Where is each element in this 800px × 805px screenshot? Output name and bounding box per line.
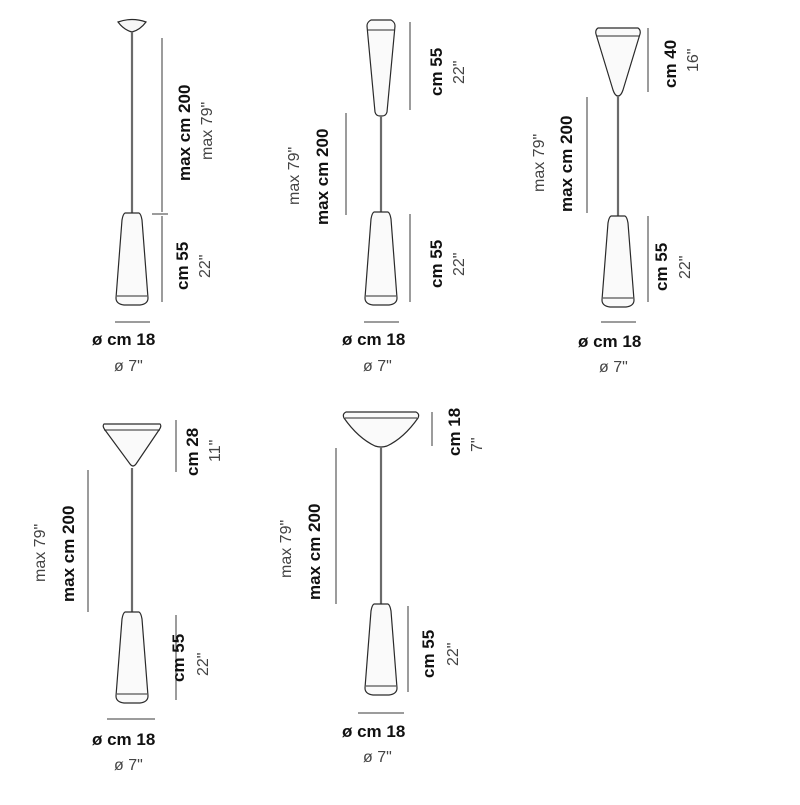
lamp-3-bottom-imperial-label: 22" [677, 255, 694, 279]
lamp-4-bottom-imperial-label: 22" [195, 652, 212, 676]
lamp-5-top-imperial-label: 7" [469, 437, 486, 452]
lamp-2-cord-imperial-label: max 79" [286, 146, 303, 205]
lamp-4-top-metric-label: cm 28 [183, 427, 202, 476]
lamp-2-drawing [345, 19, 411, 323]
lamp-5-bottom-imperial-label: 22" [445, 642, 462, 666]
lamp-5-drawing [335, 411, 433, 714]
lamp-2-cord-metric-label: max cm 200 [313, 128, 332, 225]
lamp-4-bottom-shade [115, 611, 149, 704]
lamp-3-cord-imperial-label: max 79" [531, 133, 548, 192]
lamp-4-top-imperial-label: 11" [207, 439, 224, 462]
lamp-3-top-metric-label: cm 40 [661, 39, 680, 88]
lamp-4-drawing [87, 420, 177, 720]
lamp-5-bottom-shade [364, 603, 398, 696]
lamp-1-cord-imperial-label: max 79" [199, 101, 216, 160]
lamp-2-top-imperial-label: 22" [451, 60, 468, 84]
lamp-3-drawing [586, 27, 649, 323]
lamp-5-diameter-metric-label: ø cm 18 [342, 722, 406, 741]
lamp-5-diameter-imperial-label: ø 7" [363, 749, 392, 766]
lamp-3-cord-metric-label: max cm 200 [557, 115, 576, 212]
lamp-3-bottom-shade [601, 215, 635, 308]
lamp-3-diameter-imperial-label: ø 7" [599, 359, 628, 376]
lamp-3-diameter-metric-label: ø cm 18 [578, 332, 642, 351]
lamp-1-canopy [117, 18, 147, 33]
lamp-1-cord-metric-label: max cm 200 [175, 84, 194, 181]
lamp-2-diameter-imperial-label: ø 7" [363, 358, 392, 375]
lamp-4-cord-imperial-label: max 79" [32, 523, 49, 582]
lamp-5-cord-metric-label: max cm 200 [305, 503, 324, 600]
lamp-4-top-shade [102, 423, 162, 467]
lamp-3-bottom-metric-label: cm 55 [652, 242, 671, 291]
lamp-4-diameter-imperial-label: ø 7" [114, 757, 143, 774]
lamp-2-bottom-imperial-label: 22" [451, 252, 468, 276]
lamp-1-diameter-imperial-label: ø 7" [114, 358, 143, 375]
lamp-5-top-metric-label: cm 18 [445, 407, 464, 456]
lamp-5-bottom-metric-label: cm 55 [419, 629, 438, 678]
lamp-1-diameter-metric-label: ø cm 18 [92, 330, 156, 349]
lamp-2-diameter-metric-label: ø cm 18 [342, 330, 406, 349]
lamp-3-top-shade [595, 27, 641, 97]
lamp-4-cord-metric-label: max cm 200 [59, 505, 78, 602]
lamp-4-bottom-metric-label: cm 55 [169, 633, 188, 682]
lamp-2-bottom-metric-label: cm 55 [427, 239, 446, 288]
lamp-2-top-metric-label: cm 55 [427, 47, 446, 96]
lamp-2-top-shade [366, 19, 396, 117]
lamp-1-bottom-shade [115, 212, 149, 306]
lamp-4-diameter-metric-label: ø cm 18 [92, 730, 156, 749]
lamp-5-cord-imperial-label: max 79" [278, 519, 295, 578]
lamp-1-bottom-metric-label: cm 55 [173, 241, 192, 290]
lamp-2-bottom-shade [364, 211, 398, 306]
lamp-5-top-shade [342, 411, 420, 448]
lamp-1-bottom-imperial-label: 22" [197, 254, 214, 278]
lamp-1-drawing [115, 18, 168, 323]
lamp-3-top-imperial-label: 16" [685, 48, 702, 72]
